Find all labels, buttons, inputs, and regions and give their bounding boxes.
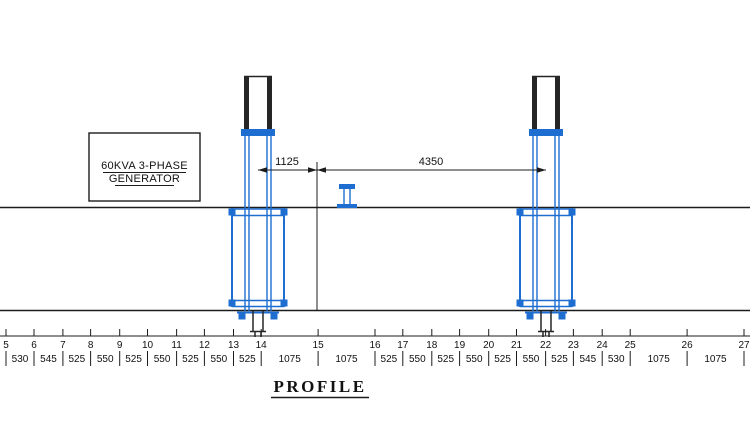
ruler-span-value: 525 — [182, 354, 199, 365]
ruler-span-value: 525 — [125, 354, 142, 365]
dimension-group: 1125 4350 — [258, 156, 546, 173]
ruler-station-number: 22 — [540, 340, 552, 351]
ruler-station-number: 23 — [568, 340, 580, 351]
ruler-span-values: 530 545 525 550 525 550 525 550 525 1075 1075 525 55… — [12, 354, 727, 365]
ruler-station-number: 8 — [88, 340, 94, 351]
ruler-station-number: 11 — [171, 340, 182, 351]
ruler-span-value: 1075 — [704, 354, 727, 365]
ruler-span-value: 525 — [494, 354, 511, 365]
generator-label-box: 60KVA 3-PHASE GENERATOR — [88, 132, 201, 202]
right-pile — [515, 75, 577, 338]
ruler-span-value: 550 — [409, 354, 426, 365]
ruler-station-number: 21 — [511, 340, 523, 351]
ruler-station-number: 9 — [117, 340, 123, 351]
generator-label-line2: GENERATOR — [109, 173, 180, 185]
ruler-station-number: 7 — [60, 340, 66, 351]
ruler-station-number: 18 — [426, 340, 438, 351]
ruler-station-number: 20 — [483, 340, 495, 351]
ruler-station-number: 10 — [142, 340, 154, 351]
ruler-station-number: 16 — [369, 340, 381, 351]
ruler-span-value: 530 — [12, 354, 29, 365]
left-pile — [227, 75, 289, 338]
ruler-span-value: 550 — [466, 354, 483, 365]
dimension-label-right: 4350 — [419, 156, 443, 168]
ruler-span-value: 545 — [40, 354, 57, 365]
ruler-station-number: 15 — [313, 340, 325, 351]
ruler-station-numbers: 5 6 7 8 9 10 11 12 13 14 15 16 17 18 19 20 21 22 23 24 25 26 2… — [3, 340, 750, 351]
ruler-span-value: 1075 — [279, 354, 302, 365]
ruler-span-value: 550 — [211, 354, 228, 365]
generator-label-line1: 60KVA 3-PHASE — [101, 160, 188, 172]
ruler-station-number: 19 — [454, 340, 466, 351]
ruler-station-number: 5 — [3, 340, 9, 351]
ruler-span-value: 550 — [523, 354, 540, 365]
ruler-span-value: 525 — [551, 354, 568, 365]
deck-bollard — [337, 184, 357, 208]
ruler-span-value: 525 — [239, 354, 256, 365]
ruler-span-value: 1075 — [648, 354, 671, 365]
dimension-label-left: 1125 — [275, 156, 299, 168]
ruler-station-number: 14 — [256, 340, 268, 351]
title-text: PROFILE — [273, 377, 366, 396]
ruler-station-number: 13 — [228, 340, 240, 351]
ruler-station-number: 27 — [738, 340, 750, 351]
ruler-station-number: 24 — [597, 340, 609, 351]
dim-arrow-icon — [537, 167, 546, 173]
ruler-span-value: 1075 — [335, 354, 358, 365]
ruler-span-value: 525 — [437, 354, 454, 365]
ruler-span-value: 525 — [381, 354, 398, 365]
ruler-station-number: 17 — [397, 340, 409, 351]
label-box-border — [88, 132, 201, 202]
ruler-span-value: 550 — [154, 354, 171, 365]
ruler-span-value: 525 — [68, 354, 85, 365]
dim-arrow-icon — [308, 167, 317, 173]
ruler-station-number: 6 — [31, 340, 37, 351]
ruler-ticks — [5, 329, 745, 366]
ruler-station-number: 26 — [682, 340, 694, 351]
dim-arrow-icon — [317, 167, 326, 173]
drawing-title: PROFILE — [271, 377, 369, 399]
dim-arrow-icon — [258, 167, 267, 173]
ruler-span-value: 530 — [608, 354, 625, 365]
ruler-span-value: 545 — [579, 354, 596, 365]
ruler-station-number: 12 — [199, 340, 211, 351]
ruler-span-value: 550 — [97, 354, 114, 365]
ruler-station-number: 25 — [625, 340, 637, 351]
